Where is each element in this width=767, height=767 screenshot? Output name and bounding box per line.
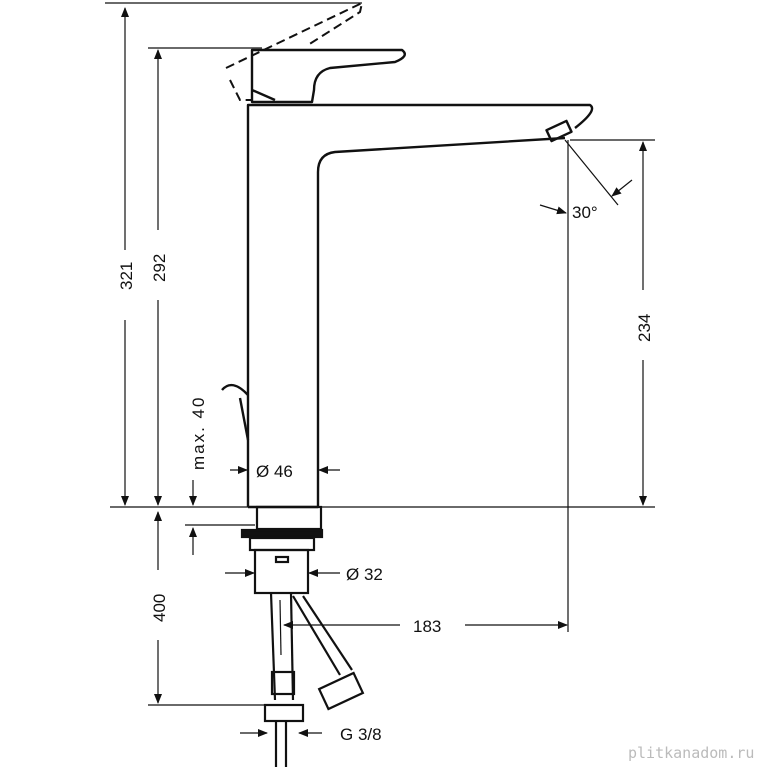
label-183: 183: [413, 617, 441, 636]
label-diameter-32: Ø 32: [346, 565, 383, 584]
dimension-labels: 321 292 234 400 max. 40 Ø 46 Ø 32 183 G …: [117, 203, 754, 762]
label-292: 292: [150, 254, 169, 282]
label-g-3-8: G 3/8: [340, 725, 382, 744]
extension-lines: [105, 2, 655, 706]
mounting-parts: [240, 505, 365, 767]
dimension-lines: [121, 7, 647, 737]
handle-open-position: [225, 1, 364, 101]
label-321: 321: [117, 262, 136, 290]
label-400: 400: [150, 594, 169, 622]
label-30-degrees: 30°: [572, 203, 598, 222]
label-234: 234: [635, 314, 654, 342]
faucet-body: [221, 48, 594, 509]
label-max-40: max. 40: [189, 396, 208, 470]
watermark: plitkanadom.ru: [628, 744, 754, 762]
label-diameter-46: Ø 46: [256, 462, 293, 481]
